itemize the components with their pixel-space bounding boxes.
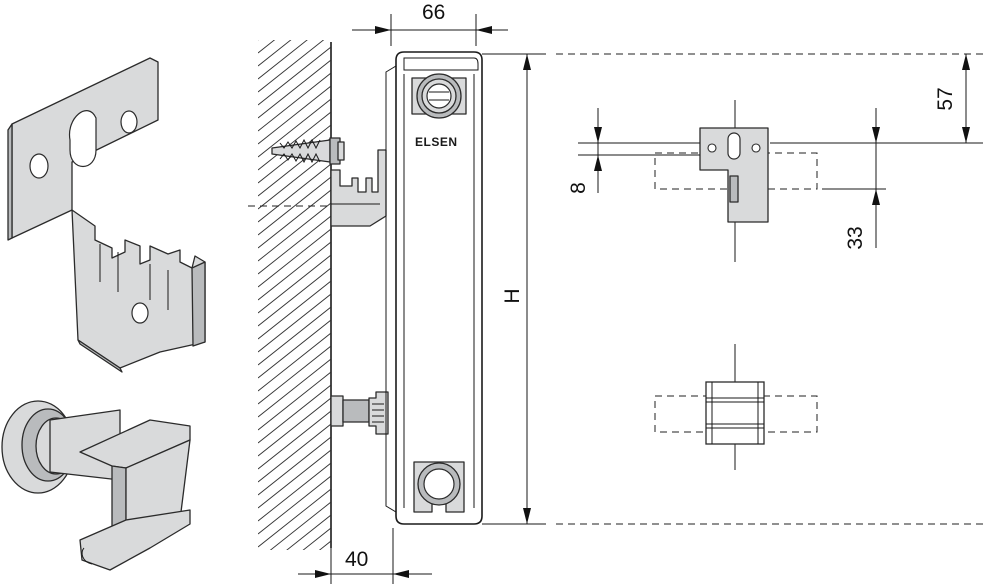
wall-hatching — [258, 40, 331, 550]
hatch-line — [258, 267, 331, 327]
hatch-line — [258, 40, 259, 41]
hatch-line — [258, 475, 331, 535]
hatch-line — [258, 488, 331, 548]
hatch-line — [258, 111, 331, 171]
hatch-line — [258, 462, 331, 522]
hatch-line — [258, 40, 308, 80]
hatch-line — [258, 98, 331, 158]
hatch-line — [258, 85, 331, 145]
hatch-line — [258, 254, 331, 314]
dimension-66: 66 — [352, 1, 508, 46]
wall-section — [258, 40, 332, 550]
dimension-40-label: 40 — [345, 548, 368, 571]
dimension-33: 33 — [822, 108, 886, 250]
hatch-line — [258, 423, 331, 483]
hatch-line — [302, 527, 331, 550]
bottom-valve-fitting — [413, 461, 465, 513]
hatch-line — [258, 176, 331, 236]
hatch-line — [269, 501, 331, 550]
hatch-line — [258, 449, 331, 509]
hatch-line — [258, 215, 331, 275]
hatch-line — [258, 306, 331, 366]
spacer-clip-illustration — [1, 400, 191, 571]
lower-clip-profile — [330, 391, 389, 435]
hatch-line — [258, 345, 331, 405]
hatch-line — [258, 371, 331, 431]
hatch-line — [258, 384, 331, 444]
dimension-57-label: 57 — [934, 87, 957, 110]
brand-label: ELSEN — [415, 135, 458, 149]
hatch-line — [258, 358, 331, 418]
hatch-line — [258, 228, 331, 288]
hatch-line — [258, 241, 331, 301]
dimension-66-label: 66 — [422, 1, 445, 24]
dimension-40: 40 — [298, 528, 432, 584]
hatch-line — [258, 40, 276, 54]
hatch-line — [258, 72, 331, 132]
hatch-line — [258, 46, 331, 106]
top-valve-fitting — [411, 73, 467, 119]
dimension-h-label: H — [501, 288, 524, 303]
hatch-line — [258, 293, 331, 353]
dimension-h: H — [482, 53, 546, 525]
wall-bracket-illustration — [7, 57, 206, 373]
hatch-line — [258, 280, 331, 340]
hatch-line — [258, 40, 292, 67]
wall-plug-screw — [271, 137, 345, 165]
hatch-line — [258, 163, 331, 223]
radiator-side-view: ELSEN — [385, 51, 483, 525]
dimension-8-label: 8 — [567, 182, 590, 194]
hatch-line — [258, 397, 331, 457]
hatch-line — [258, 410, 331, 470]
upper-bracket-front-view — [578, 100, 818, 262]
hatch-line — [258, 332, 331, 392]
dimension-8: 8 — [567, 108, 602, 194]
hatch-line — [258, 202, 331, 262]
lower-clip-front-view — [654, 344, 818, 470]
hatch-line — [258, 40, 325, 93]
hatch-line — [258, 436, 331, 496]
upper-bracket-profile — [330, 149, 387, 227]
hatch-line — [258, 319, 331, 379]
hatch-line — [318, 540, 331, 550]
hatch-line — [258, 59, 331, 119]
hatch-line — [286, 514, 331, 550]
dimension-33-label: 33 — [844, 226, 867, 249]
hatch-line — [258, 189, 331, 249]
